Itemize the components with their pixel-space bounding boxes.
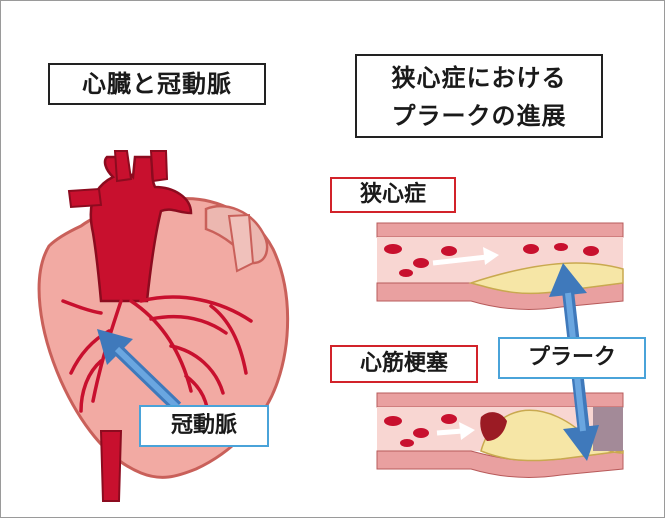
coronary-artery-label: 冠動脈 (139, 405, 269, 447)
vessel-upper-wall (377, 223, 623, 237)
aorta-branch-right (151, 151, 167, 181)
infarction-label: 心筋梗塞 (330, 345, 478, 383)
narrowed-artery-icon (377, 223, 623, 309)
plaque-progression-title: 狭心症における プラークの進展 (355, 54, 603, 138)
descending-aorta (101, 431, 121, 501)
plaque-title-line-2: プラークの進展 (357, 97, 601, 135)
heart-illustration-icon (39, 151, 288, 501)
plaque-title-line-1: 狭心症における (357, 59, 601, 97)
angina-label: 狭心症 (330, 177, 456, 213)
aorta-branch-middle (115, 151, 131, 181)
plaque-label: プラーク (498, 337, 646, 379)
aorta-branch-left (69, 189, 101, 207)
heart-title: 心臓と冠動脈 (48, 63, 266, 105)
